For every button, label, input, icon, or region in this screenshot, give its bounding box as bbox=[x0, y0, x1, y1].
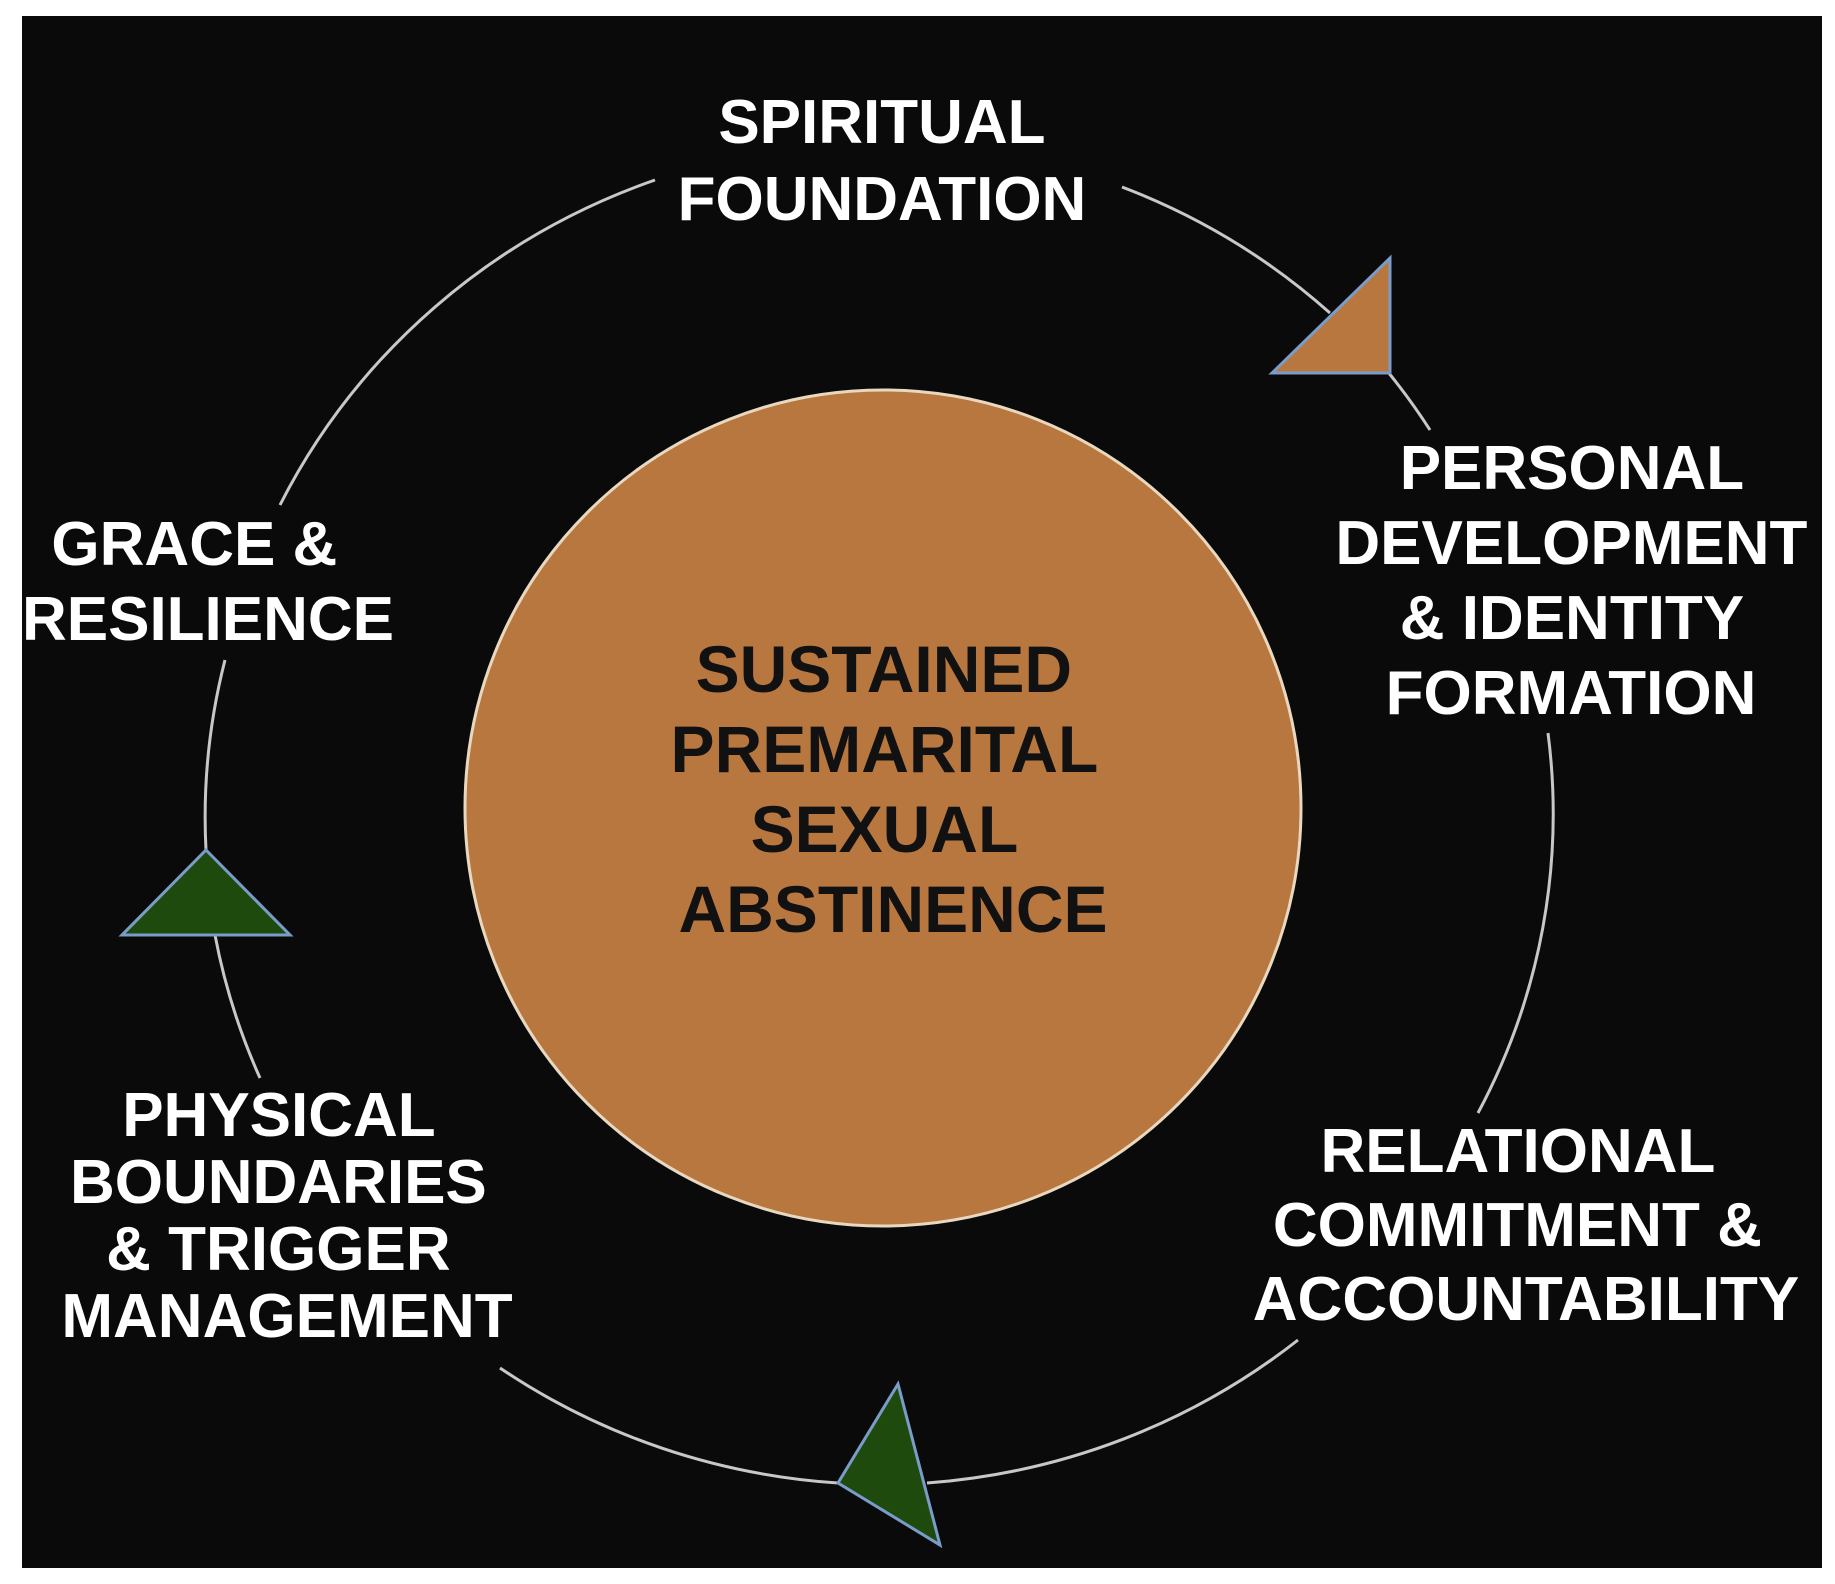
node-line: RESILIENCE bbox=[22, 585, 394, 654]
node-line: BOUNDARIES bbox=[70, 1148, 487, 1217]
green-triangle-icon bbox=[118, 847, 294, 937]
node-line: FOUNDATION bbox=[678, 165, 1087, 234]
arc-spiritual-to-personal bbox=[1121, 185, 1331, 315]
node-line: PERSONAL bbox=[1400, 434, 1743, 503]
node-relational-commitment: RELATIONAL COMMITMENT & ACCOUNTABILITY bbox=[1253, 1117, 1799, 1334]
center-line: ABSTINENCE bbox=[678, 872, 1107, 946]
arc-relational-to-physical-b bbox=[499, 1366, 839, 1485]
node-grace-resilience: GRACE & RESILIENCE bbox=[22, 510, 394, 654]
arc-grace-to-spiritual bbox=[278, 178, 656, 506]
node-line: & IDENTITY bbox=[1400, 584, 1744, 653]
node-physical-boundaries: PHYSICAL BOUNDARIES & TRIGGER MANAGEMENT bbox=[61, 1081, 512, 1351]
center-label: SUSTAINED PREMARITAL SEXUAL ABSTINENCE bbox=[671, 632, 1116, 946]
center-line: PREMARITAL bbox=[671, 712, 1098, 786]
node-line: RELATIONAL bbox=[1320, 1117, 1714, 1186]
arc-relational-to-physical-a bbox=[926, 1338, 1299, 1485]
node-line: SPIRITUAL bbox=[718, 88, 1044, 157]
arc-physical-to-grace-b bbox=[203, 659, 227, 851]
node-line: DEVELOPMENT bbox=[1335, 509, 1807, 578]
node-line: FORMATION bbox=[1386, 659, 1757, 728]
node-personal-development: PERSONAL DEVELOPMENT & IDENTITY FORMATIO… bbox=[1335, 434, 1824, 728]
node-spiritual-foundation: SPIRITUAL FOUNDATION bbox=[678, 88, 1087, 234]
brown-triangle-icon bbox=[1268, 254, 1392, 375]
node-line: COMMITMENT & bbox=[1273, 1191, 1762, 1260]
node-line: GRACE & bbox=[51, 510, 337, 579]
arc-physical-to-grace-a bbox=[213, 934, 262, 1079]
node-line: MANAGEMENT bbox=[61, 1282, 512, 1351]
node-line: ACCOUNTABILITY bbox=[1253, 1265, 1799, 1334]
node-line: PHYSICAL bbox=[122, 1081, 434, 1150]
node-line: & TRIGGER bbox=[106, 1215, 450, 1284]
center-line: SEXUAL bbox=[751, 792, 1018, 866]
center-line: SUSTAINED bbox=[696, 632, 1072, 706]
center-circle bbox=[463, 388, 1303, 1228]
green-triangle-icon bbox=[835, 1380, 943, 1549]
arc-personal-to-relational bbox=[1476, 732, 1555, 1114]
